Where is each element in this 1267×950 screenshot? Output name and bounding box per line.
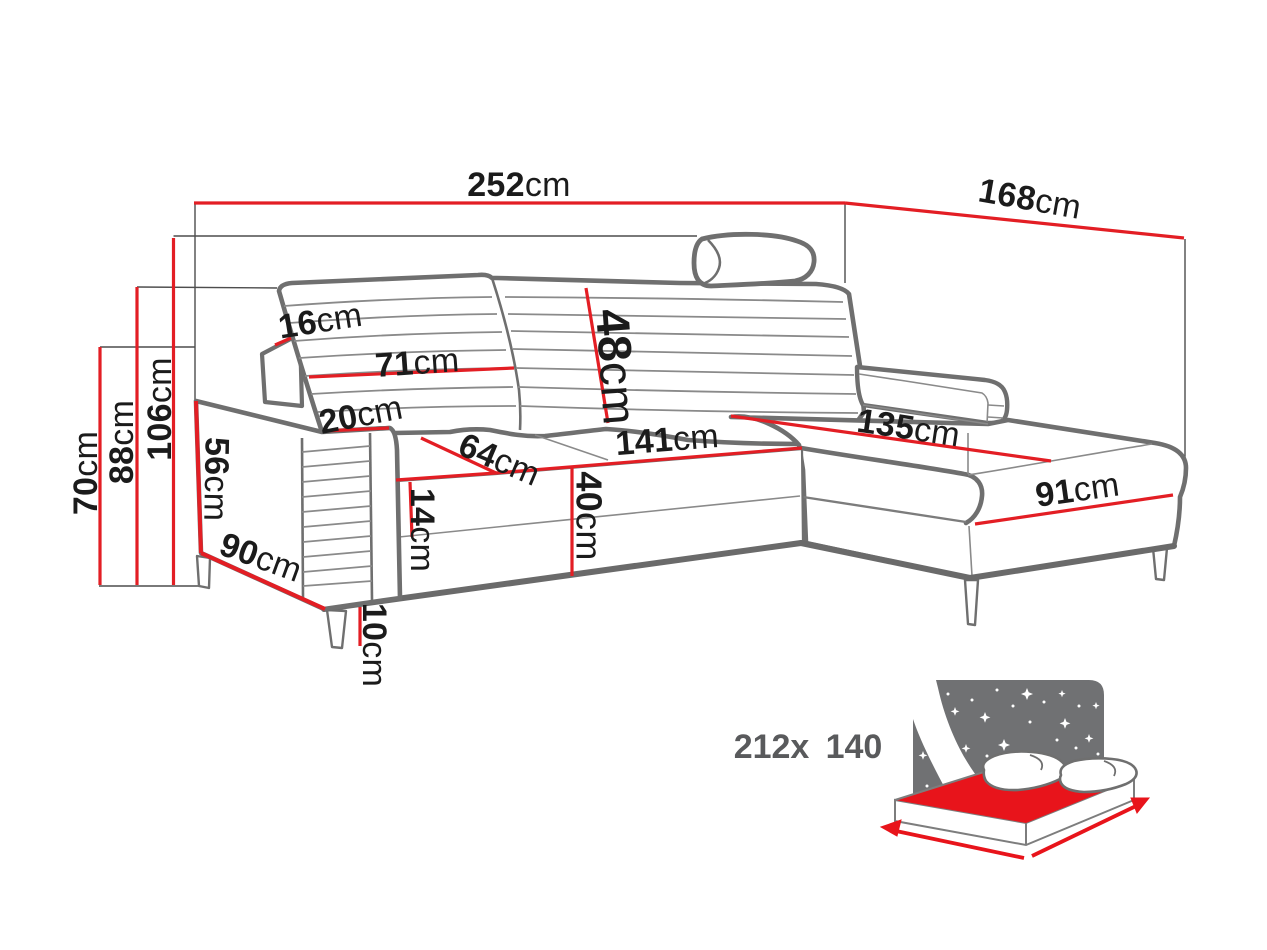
- svg-text:14cm: 14cm: [403, 488, 441, 572]
- svg-text:10cm: 10cm: [355, 603, 393, 687]
- svg-text:88cm: 88cm: [103, 400, 141, 484]
- svg-text:40cm: 40cm: [569, 471, 610, 560]
- svg-text:91cm: 91cm: [1033, 465, 1122, 514]
- svg-text:16cm: 16cm: [276, 296, 365, 347]
- svg-text:135cm: 135cm: [855, 402, 963, 455]
- svg-text:106cm: 106cm: [141, 357, 179, 461]
- svg-text:20cm: 20cm: [316, 389, 406, 442]
- svg-text:70cm: 70cm: [67, 431, 105, 515]
- svg-text:252cm: 252cm: [467, 166, 571, 204]
- svg-text:141cm: 141cm: [614, 417, 720, 463]
- svg-text:212x 140: 212x 140: [734, 728, 883, 766]
- svg-text:71cm: 71cm: [374, 341, 461, 385]
- svg-text:48cm: 48cm: [586, 307, 647, 427]
- svg-text:56cm: 56cm: [196, 437, 235, 522]
